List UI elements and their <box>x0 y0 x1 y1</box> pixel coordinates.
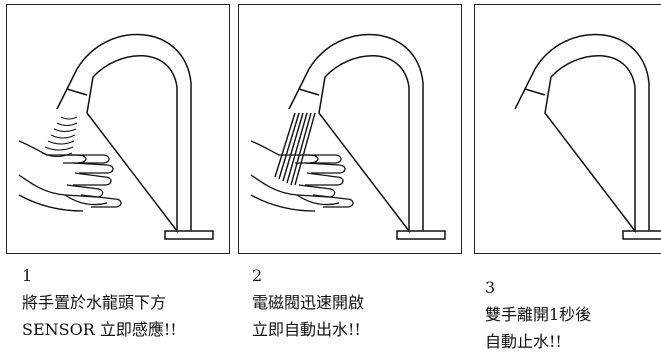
step-1-panel <box>6 4 230 254</box>
step-1-illustration <box>18 33 214 240</box>
hands-icon <box>250 140 354 212</box>
step-2-number: 2 <box>252 266 263 285</box>
faucet-icon <box>288 33 446 240</box>
step-2-line2: 立即自動出水!! <box>252 320 361 339</box>
step-3-panel <box>474 4 661 254</box>
hands-icon <box>18 140 122 212</box>
step-2-line1: 電磁閥迅速開啟 <box>252 293 365 312</box>
faucet-icon <box>56 33 214 240</box>
step-3-number: 3 <box>485 278 496 297</box>
faucet-icon <box>514 33 661 240</box>
water-stream-icon <box>274 112 316 186</box>
step-3-caption: 3 雙手離開1秒後 自動止水!! <box>485 274 591 355</box>
step-2-caption: 2 電磁閥迅速開啟 立即自動出水!! <box>252 262 364 343</box>
step-2-panel <box>238 4 462 254</box>
step-1-line2: SENSOR 立即感應!! <box>22 320 177 339</box>
step-1-line1: 將手置於水龍頭下方 <box>22 293 167 312</box>
step-2-illustration <box>250 33 446 240</box>
step-3-illustration <box>514 33 661 240</box>
step-1-number: 1 <box>22 266 33 285</box>
step-1-caption: 1 將手置於水龍頭下方 SENSOR 立即感應!! <box>22 262 177 343</box>
sensor-waves-icon <box>41 116 78 157</box>
step-3-line2: 自動止水!! <box>485 332 562 351</box>
step-3-line1: 雙手離開1秒後 <box>485 305 592 324</box>
